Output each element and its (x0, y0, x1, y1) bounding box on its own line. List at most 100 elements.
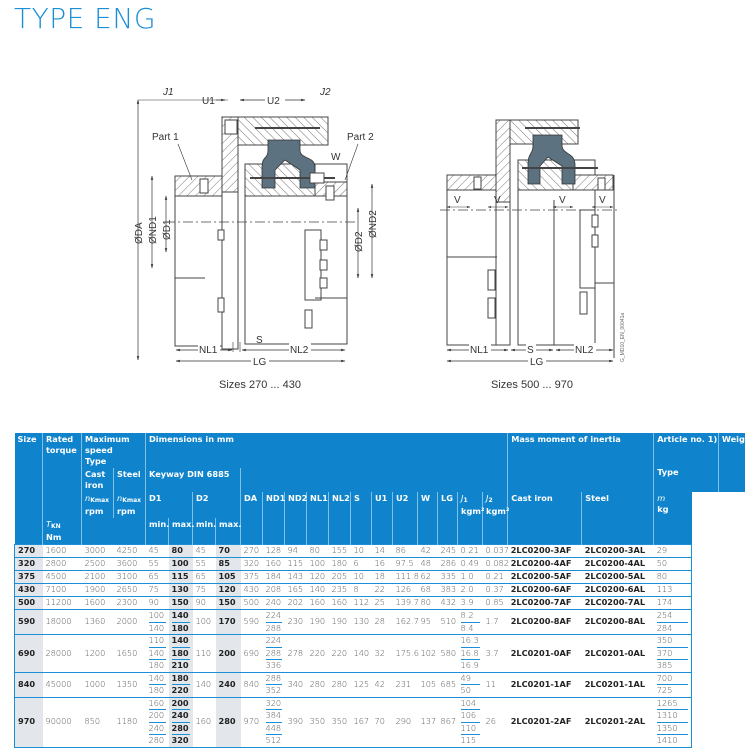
cell-da: 270 (240, 544, 263, 558)
stack-value: 254 (656, 610, 673, 620)
cell-j2: 0.85 (482, 596, 508, 610)
cell-n-cast: 850 (81, 696, 114, 748)
cell-lg: 432 (437, 596, 458, 610)
cell-nl2: 205 (328, 570, 351, 584)
cell-n-steel: 3600 (113, 557, 146, 571)
cell-s: 167 (350, 696, 372, 748)
cell-tkn: 28000 (42, 634, 82, 672)
stack-value: 180 (148, 684, 166, 695)
cell-art-steel: 2LC0200-3AL (581, 544, 654, 558)
col-d1-max: max. (168, 518, 194, 545)
stack-value: 110 (460, 721, 480, 735)
cell-nl1: 190 (306, 609, 329, 635)
cell-art-steel: 2LC0200-4AL (581, 557, 654, 571)
cell-s: 10 (350, 570, 372, 584)
stack-value: 140 (171, 635, 189, 645)
cell-j2: 3.7 (482, 634, 508, 672)
stack-value: 288 (265, 621, 282, 633)
cell-w: 62 (417, 570, 438, 584)
cell-j2: 0.21 (482, 570, 508, 584)
cell-nd1: 240 (262, 596, 285, 610)
cell-j1: 0.49 (457, 557, 483, 571)
speed-unit-spacer (80, 518, 146, 545)
col-w: W (417, 492, 438, 545)
cell-nl1: 160 (306, 596, 329, 610)
stack-value: 384 (265, 709, 282, 720)
v-label-4: V (599, 195, 606, 206)
stack-value: 16.9 (460, 659, 480, 670)
stack-value: 320 (171, 734, 190, 745)
cell-art-cast: 2LC0201-2AF (507, 696, 582, 748)
nl1-label: NL1 (199, 345, 218, 356)
cell-d2max: 85 (215, 557, 241, 571)
cell-s: 130 (350, 609, 372, 635)
cell-j2: 0.082 (482, 557, 509, 571)
dim-nd2-label: ØND2 (368, 210, 379, 238)
cell-size: 840 (14, 671, 43, 697)
cell-art-cast: 2LC0200-6AF (507, 583, 582, 597)
cell-nl2: 180 (328, 557, 351, 571)
cell-d2max: 120 (215, 583, 241, 597)
col-article-no: Article no. 1)Type (653, 433, 719, 492)
cell-d2max: 170 (215, 609, 241, 635)
col-d1: D1 (145, 492, 193, 518)
col-s: S (350, 492, 372, 545)
cell-d1min: 90 (145, 596, 169, 610)
stack-value: 280 (171, 721, 190, 733)
cell-n-cast: 2100 (81, 570, 114, 584)
cell-d2min: 140 (192, 671, 216, 697)
cell-nd2: 278 (284, 634, 307, 672)
stack-value: 336 (265, 659, 282, 670)
cell-nd2: 390 (284, 696, 307, 748)
cell-j1: 2.0 (457, 583, 483, 597)
drawing-sizes-500-970: V V V V NL1 S NL2 LG G_MD10_EN_00041a S (440, 119, 626, 391)
part2-label: Part 2 (347, 132, 374, 143)
cell-w: 42 (417, 544, 438, 558)
stack-value: 288 (265, 646, 282, 658)
cell-w: 105 (417, 671, 438, 697)
stack-value: 224 (265, 635, 282, 645)
stack-value: 180 (148, 659, 166, 670)
lg-label: LG (253, 357, 267, 368)
cell-nd1: 128 (262, 544, 285, 558)
cell-d2max: 200 (215, 634, 241, 672)
stack-value: 140 (171, 610, 189, 620)
drawing-id: G_MD10_EN_00041a (620, 313, 626, 362)
cell-d1max: 150 (168, 596, 193, 610)
caption-left: Sizes 270 ... 430 (219, 379, 301, 391)
cell-w: 102 (417, 634, 438, 672)
cell-nl2: 220 (328, 634, 351, 672)
kgm2-unit: kgm² (486, 506, 510, 516)
cell-art-cast: 2LC0201-1AF (507, 671, 582, 697)
cell-d1min: 55 (145, 557, 169, 571)
cell-da: 690 (240, 634, 263, 672)
cell-art-steel: 2LC0200-8AL (581, 609, 654, 635)
cell-nl2: 190 (328, 609, 351, 635)
stack-value: 350 (656, 635, 673, 645)
cell-tkn: 4500 (42, 570, 82, 584)
caption-right: Sizes 500 ... 970 (491, 379, 573, 391)
cell-art-steel: 2LC0201-2AL (581, 696, 654, 748)
d2-label: D2 (196, 493, 209, 503)
stack-value: 210 (171, 659, 190, 670)
cell-nl2: 160 (328, 596, 351, 610)
stack-value: 385 (656, 659, 689, 672)
cell-tkn: 2800 (42, 557, 82, 571)
cell-u2: 231 (392, 671, 418, 697)
v-label-2: V (494, 195, 501, 206)
cell-m: 50 (653, 557, 693, 571)
cell-nl2: 350 (328, 696, 351, 748)
cell-nl2: 280 (328, 671, 351, 697)
